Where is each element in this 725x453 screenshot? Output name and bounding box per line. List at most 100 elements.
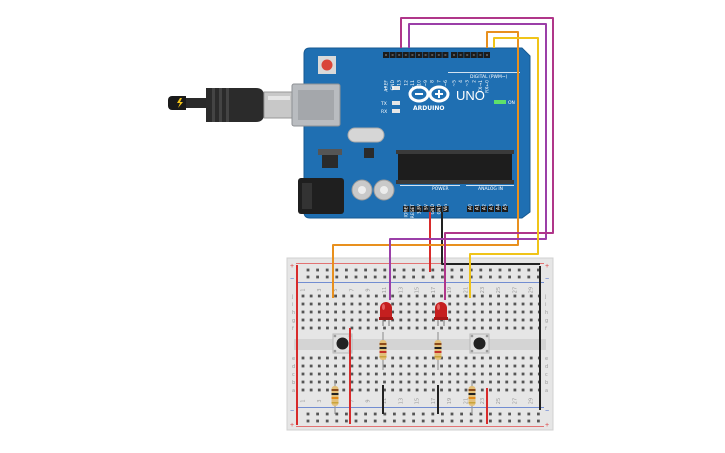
bb-hole bbox=[505, 326, 509, 330]
usb-b-port-inner bbox=[298, 90, 334, 120]
bb-rail-hole bbox=[450, 419, 454, 423]
usb-connector-shine bbox=[268, 96, 290, 100]
breadboard-holes bbox=[301, 268, 541, 423]
bb-rail-hole bbox=[335, 275, 339, 279]
bb-rail-hole bbox=[450, 268, 454, 272]
bb-hole bbox=[489, 302, 492, 306]
bb-hole bbox=[342, 302, 346, 306]
bb-hole bbox=[497, 310, 500, 314]
bb-hole bbox=[301, 302, 305, 306]
bb-rail-hole bbox=[383, 419, 387, 423]
header-pin-hole bbox=[476, 208, 478, 210]
digital-header-line bbox=[448, 72, 520, 73]
bb-hole bbox=[505, 356, 509, 360]
bb-hole bbox=[407, 380, 411, 384]
bb-rail-hole bbox=[354, 412, 358, 416]
bb-hole bbox=[342, 326, 346, 330]
bb-col-number: 15 bbox=[415, 398, 421, 404]
bb-col-number: 7 bbox=[349, 288, 355, 291]
pin-label: 4 bbox=[458, 80, 464, 83]
reset-button[interactable] bbox=[321, 59, 333, 71]
bb-hole bbox=[309, 356, 313, 360]
bb-col-number: 17 bbox=[431, 287, 437, 293]
regulator-tab bbox=[318, 149, 342, 155]
bb-hole bbox=[521, 318, 525, 322]
rail-plus-top-right: + bbox=[545, 263, 549, 270]
bb-hole bbox=[317, 372, 321, 376]
bb-hole bbox=[309, 294, 313, 298]
pin-label: A1 bbox=[475, 204, 481, 210]
bb-hole bbox=[464, 326, 468, 330]
header-pin-hole bbox=[398, 54, 401, 56]
digital-header-label: DIGITAL (PWM~) bbox=[470, 74, 508, 80]
bb-hole bbox=[358, 294, 362, 298]
bb-hole bbox=[513, 372, 517, 376]
resistor-button-1 bbox=[331, 380, 339, 414]
bb-col-number: 25 bbox=[496, 287, 502, 293]
bb-hole bbox=[342, 356, 346, 360]
bb-hole bbox=[374, 380, 378, 384]
bb-row-letter: e bbox=[545, 356, 548, 362]
header-pin-hole bbox=[479, 54, 482, 56]
bb-hole bbox=[309, 380, 313, 384]
bb-hole bbox=[383, 364, 386, 368]
header-pin-hole bbox=[418, 208, 421, 210]
bb-hole bbox=[334, 372, 337, 376]
bb-hole bbox=[366, 380, 370, 384]
bb-rail-hole bbox=[527, 268, 531, 272]
push-button-2[interactable] bbox=[469, 333, 490, 354]
bb-hole bbox=[456, 310, 460, 314]
bb-row-letter: j bbox=[544, 294, 546, 300]
bb-hole bbox=[407, 356, 411, 360]
bb-hole bbox=[529, 388, 533, 392]
top-rail-blue-line bbox=[296, 282, 544, 283]
red-led-2 bbox=[434, 302, 448, 326]
bb-hole bbox=[374, 388, 378, 392]
bb-hole bbox=[334, 364, 337, 368]
bb-hole bbox=[334, 318, 337, 322]
bb-hole bbox=[366, 388, 370, 392]
header-pin-hole bbox=[385, 54, 387, 56]
push-button-1[interactable] bbox=[332, 333, 353, 354]
header-pin-hole bbox=[504, 208, 506, 210]
bb-hole bbox=[480, 326, 484, 330]
bb-hole bbox=[358, 318, 362, 322]
bb-hole bbox=[358, 380, 362, 384]
bb-hole bbox=[521, 294, 525, 298]
bb-hole bbox=[513, 326, 517, 330]
bb-hole bbox=[513, 380, 517, 384]
bb-hole bbox=[480, 302, 484, 306]
bb-rail-hole bbox=[393, 412, 396, 416]
led-on bbox=[494, 100, 506, 104]
bb-col-number: 21 bbox=[464, 398, 470, 404]
bb-hole bbox=[472, 364, 476, 368]
bb-hole bbox=[350, 318, 354, 322]
analog-label: ANALOG IN bbox=[478, 186, 503, 192]
bb-rail-hole bbox=[479, 419, 483, 423]
bb-hole bbox=[407, 294, 411, 298]
pin-label: A5 bbox=[503, 204, 509, 210]
bb-hole bbox=[301, 372, 305, 376]
bb-hole bbox=[342, 388, 346, 392]
bb-rail-hole bbox=[393, 419, 396, 423]
bb-hole bbox=[432, 364, 435, 368]
bb-hole bbox=[350, 326, 354, 330]
bb-hole bbox=[407, 326, 411, 330]
bb-rail-hole bbox=[498, 419, 502, 423]
bb-rail-hole bbox=[402, 412, 406, 416]
resistor-button-2 bbox=[468, 380, 476, 414]
bb-hole bbox=[399, 356, 403, 360]
rail-minus-bottom-left: − bbox=[290, 408, 294, 415]
bb-hole bbox=[399, 388, 403, 392]
bb-hole bbox=[374, 318, 378, 322]
bb-col-number: 17 bbox=[431, 398, 437, 404]
bb-rail-hole bbox=[373, 275, 377, 279]
bb-hole bbox=[432, 310, 435, 314]
bb-rail-hole bbox=[412, 275, 415, 279]
arduino-brand-text: ARDUINO bbox=[413, 105, 444, 112]
bb-rail-hole bbox=[306, 275, 310, 279]
bb-hole bbox=[326, 372, 329, 376]
bb-hole bbox=[326, 388, 329, 392]
bb-hole bbox=[505, 310, 509, 314]
bb-hole bbox=[489, 372, 492, 376]
